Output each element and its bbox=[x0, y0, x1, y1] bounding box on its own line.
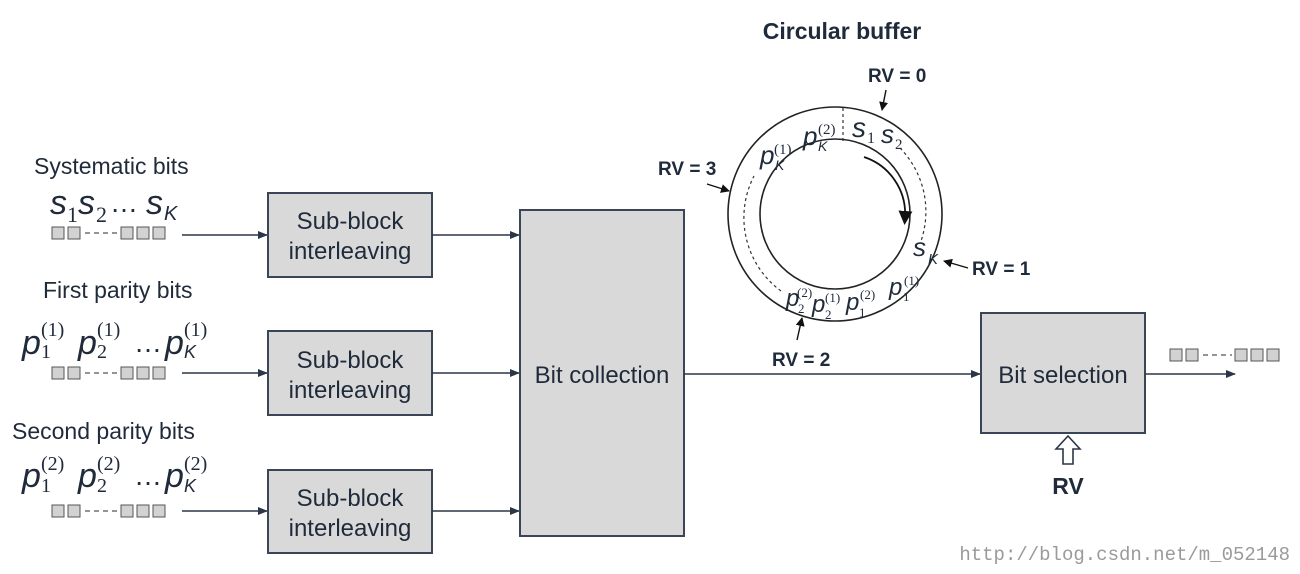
rv-marker-2: RV = 2 bbox=[772, 317, 830, 371]
symbol-sequence: p 1 (1) p 2 (1) … p K (1) bbox=[21, 319, 207, 363]
symbol: s bbox=[50, 184, 67, 222]
buffer-subscript: 1 bbox=[867, 130, 875, 147]
buffer-symbol: p bbox=[802, 121, 817, 151]
superscript: (1) bbox=[41, 319, 64, 341]
buffer-symbol: s bbox=[852, 112, 866, 143]
subblock-interleaver-2: Sub-block interleaving bbox=[267, 330, 433, 416]
buffer-subscript: 1 bbox=[903, 289, 910, 304]
symbol: p bbox=[21, 457, 41, 495]
box-label-line1: Sub-block bbox=[297, 485, 405, 512]
superscript: (2) bbox=[184, 453, 207, 475]
outer-ring bbox=[727, 106, 943, 322]
symbol-sequence: p 1 (2) p 2 (2) … p K (2) bbox=[21, 453, 207, 497]
subscript: 1 bbox=[41, 341, 51, 363]
buffer-subscript: K bbox=[775, 157, 785, 173]
input-second-parity-bits: Second parity bits p 1 (2) p 2 (2) … p K… bbox=[12, 418, 268, 518]
rv-marker-0: RV = 0 bbox=[868, 66, 926, 111]
circular-buffer-title: Circular buffer bbox=[763, 18, 922, 44]
output-bit-cells bbox=[1169, 348, 1280, 362]
pointer-arrow bbox=[943, 258, 969, 269]
superscript: (2) bbox=[41, 453, 64, 475]
rotation-direction-icon bbox=[863, 156, 913, 225]
buffer-subscript: 2 bbox=[798, 301, 805, 316]
input-label: First parity bits bbox=[43, 277, 193, 303]
bit-collection-block: Bit collection bbox=[519, 209, 685, 537]
buffer-subscript: K bbox=[818, 138, 828, 154]
subscript: K bbox=[164, 203, 179, 225]
symbol: p bbox=[21, 324, 41, 362]
input-label: Systematic bits bbox=[34, 153, 189, 179]
pointer-arrow bbox=[879, 89, 888, 111]
rv-marker-label: RV = 2 bbox=[772, 350, 830, 371]
rv-input-label: RV bbox=[1052, 473, 1084, 499]
rv-marker-1: RV = 1 bbox=[943, 258, 1031, 280]
rv-marker-label: RV = 3 bbox=[658, 159, 716, 180]
rv-marker-label: RV = 0 bbox=[868, 66, 926, 87]
box-label-line1: Sub-block bbox=[297, 208, 405, 235]
bit-collection-label: Bit collection bbox=[535, 362, 670, 389]
buffer-superscript: (2) bbox=[860, 287, 875, 302]
subscript: K bbox=[184, 476, 197, 496]
input-first-parity-bits: First parity bits p 1 (1) p 2 (1) … p K … bbox=[21, 277, 268, 380]
rv-marker-3: RV = 3 bbox=[658, 159, 730, 193]
symbol: p bbox=[77, 324, 97, 362]
buffer-subscript: 2 bbox=[895, 137, 903, 153]
buffer-symbol: p bbox=[759, 140, 774, 170]
input-label: Second parity bits bbox=[12, 418, 195, 444]
pointer-arrow bbox=[706, 183, 730, 193]
symbol: s bbox=[78, 184, 95, 222]
buffer-superscript: (2) bbox=[818, 122, 836, 138]
box-label-line1: Sub-block bbox=[297, 347, 405, 374]
buffer-superscript: (2) bbox=[797, 285, 812, 300]
buffer-symbol: s bbox=[881, 119, 894, 149]
subscript: 2 bbox=[96, 202, 107, 227]
buffer-symbol: s bbox=[913, 232, 926, 262]
box-label-line2: interleaving bbox=[289, 238, 412, 265]
ellipsis: … bbox=[110, 187, 138, 218]
buffer-superscript: (1) bbox=[825, 290, 840, 305]
buffer-symbol: p bbox=[811, 291, 825, 318]
input-systematic-bits: Systematic bits s 1 s 2 … s K bbox=[34, 153, 268, 240]
buffer-superscript: (1) bbox=[904, 273, 919, 288]
symbol: p bbox=[164, 324, 184, 362]
box-label-line2: interleaving bbox=[289, 515, 412, 542]
buffer-symbol: p bbox=[785, 285, 799, 312]
subscript: 2 bbox=[97, 341, 107, 363]
rv-input-arrow-icon bbox=[1054, 434, 1082, 465]
subscript: 1 bbox=[41, 475, 51, 497]
subscript: 2 bbox=[97, 475, 107, 497]
ellipsis: … bbox=[134, 327, 162, 358]
buffer-subscript: 1 bbox=[859, 305, 866, 320]
subblock-interleaver-3: Sub-block interleaving bbox=[267, 469, 433, 554]
watermark: http://blog.csdn.net/m_052148 bbox=[959, 544, 1290, 566]
symbol: p bbox=[164, 457, 184, 495]
superscript: (2) bbox=[97, 453, 120, 475]
buffer-subscript: K bbox=[928, 251, 939, 268]
symbol: s bbox=[146, 184, 163, 222]
symbol-sequence: s 1 s 2 … s K bbox=[50, 184, 179, 227]
symbol: p bbox=[77, 457, 97, 495]
buffer-symbol: p bbox=[845, 289, 859, 316]
pointer-arrow bbox=[795, 317, 805, 341]
bit-cells bbox=[51, 226, 166, 240]
superscript: (1) bbox=[184, 319, 207, 341]
bit-selection-block: Bit selection bbox=[980, 312, 1146, 434]
bit-selection-label: Bit selection bbox=[998, 362, 1127, 389]
ellipsis: … bbox=[134, 460, 162, 491]
buffer-subscript: 2 bbox=[825, 307, 832, 322]
subscript: 1 bbox=[67, 202, 78, 227]
subscript: K bbox=[184, 342, 197, 362]
circular-buffer: p K (1) p K (2) s 1 s 2 s K p 2 (2) p 2 … bbox=[727, 106, 943, 322]
bit-cells bbox=[51, 504, 166, 518]
buffer-superscript: (1) bbox=[774, 142, 792, 158]
dashed-arc-right bbox=[899, 147, 927, 242]
bit-cells bbox=[51, 366, 166, 380]
superscript: (1) bbox=[97, 319, 120, 341]
subblock-interleaver-1: Sub-block interleaving bbox=[267, 192, 433, 278]
rv-marker-label: RV = 1 bbox=[972, 259, 1031, 280]
buffer-symbol: p bbox=[888, 274, 902, 301]
box-label-line2: interleaving bbox=[289, 377, 412, 404]
